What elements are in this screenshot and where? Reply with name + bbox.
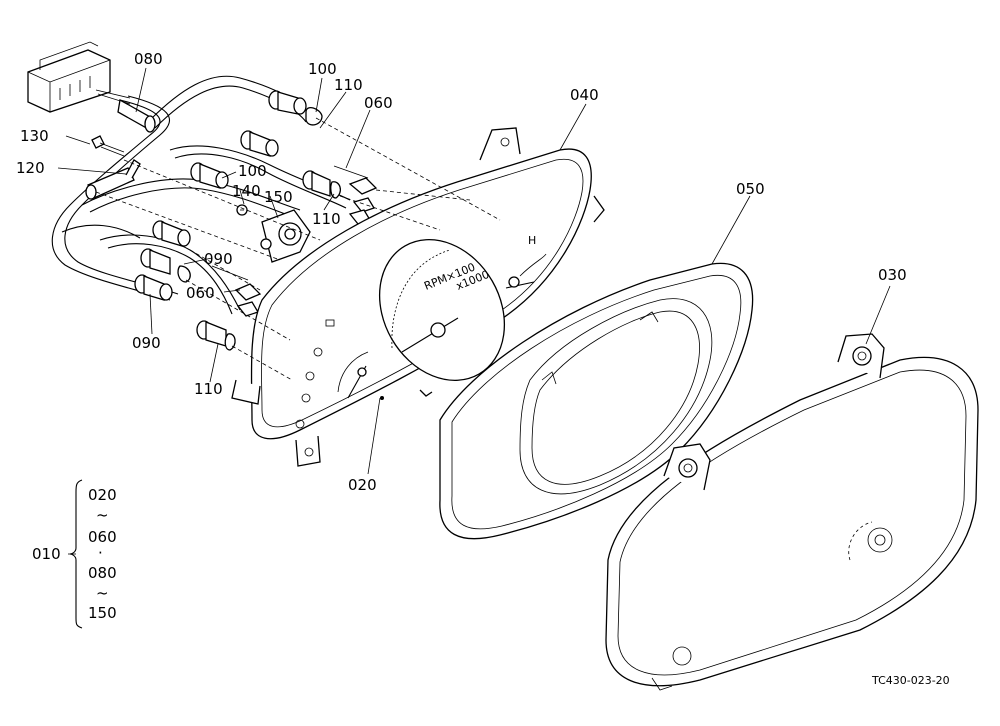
bulb-socket-mid-100 (190, 130, 279, 189)
label-050: 050 (736, 180, 765, 198)
range-line-7: 150 (88, 604, 117, 622)
gauge-face-020: RPM×100 x1000 H (295, 234, 547, 429)
bulb-socket-lower-090 (134, 220, 191, 301)
bulb-upper-110 (305, 106, 323, 126)
bulb-socket-lower-110 (196, 320, 236, 351)
bulb-socket-upper-100 (268, 90, 307, 115)
label-110-lower: 110 (194, 380, 223, 398)
label-150: 150 (264, 188, 293, 206)
connector-080 (27, 41, 131, 113)
rear-cover-030 (605, 333, 979, 691)
label-120: 120 (16, 159, 45, 177)
label-040: 040 (570, 86, 599, 104)
label-110-upper: 110 (334, 76, 363, 94)
label-130: 130 (20, 127, 49, 145)
label-090-upper: 090 (204, 250, 233, 268)
assembly-bracket-010: 010 020 ~ 060 · 080 ~ 150 (32, 479, 117, 629)
assembly-lines (95, 117, 501, 381)
range-line-3: 060 (88, 528, 117, 546)
label-080: 080 (134, 50, 163, 68)
label-060-upper: 060 (364, 94, 393, 112)
range-line-2: ~ (96, 506, 109, 524)
bezel-050 (439, 262, 754, 540)
label-100-mid: 100 (238, 162, 267, 180)
label-090-lower: 090 (132, 334, 161, 352)
label-060-lower: 060 (186, 284, 215, 302)
label-100-upper: 100 (308, 60, 337, 78)
screw-140 (236, 204, 248, 216)
terminal-lower-060 (211, 265, 262, 317)
range-line-6: ~ (96, 584, 109, 602)
range-line-1: 020 (88, 486, 117, 504)
bulb-mid-110 (302, 170, 342, 199)
buzzer-150 (260, 209, 311, 263)
label-110-mid: 110 (312, 210, 341, 228)
range-line-5: 080 (88, 564, 117, 582)
range-line-4: · (98, 544, 103, 562)
h-label: H (528, 234, 536, 247)
figure-code: TC430-023-20 (871, 674, 950, 687)
screw-130 (91, 135, 125, 157)
label-140: 140 (232, 182, 261, 200)
assembly-label-010: 010 (32, 545, 61, 563)
leader-lines (57, 67, 891, 475)
part-labels: 080 100 110 060 040 130 120 100 140 150 … (16, 50, 907, 494)
label-020: 020 (348, 476, 377, 494)
label-030: 030 (878, 266, 907, 284)
